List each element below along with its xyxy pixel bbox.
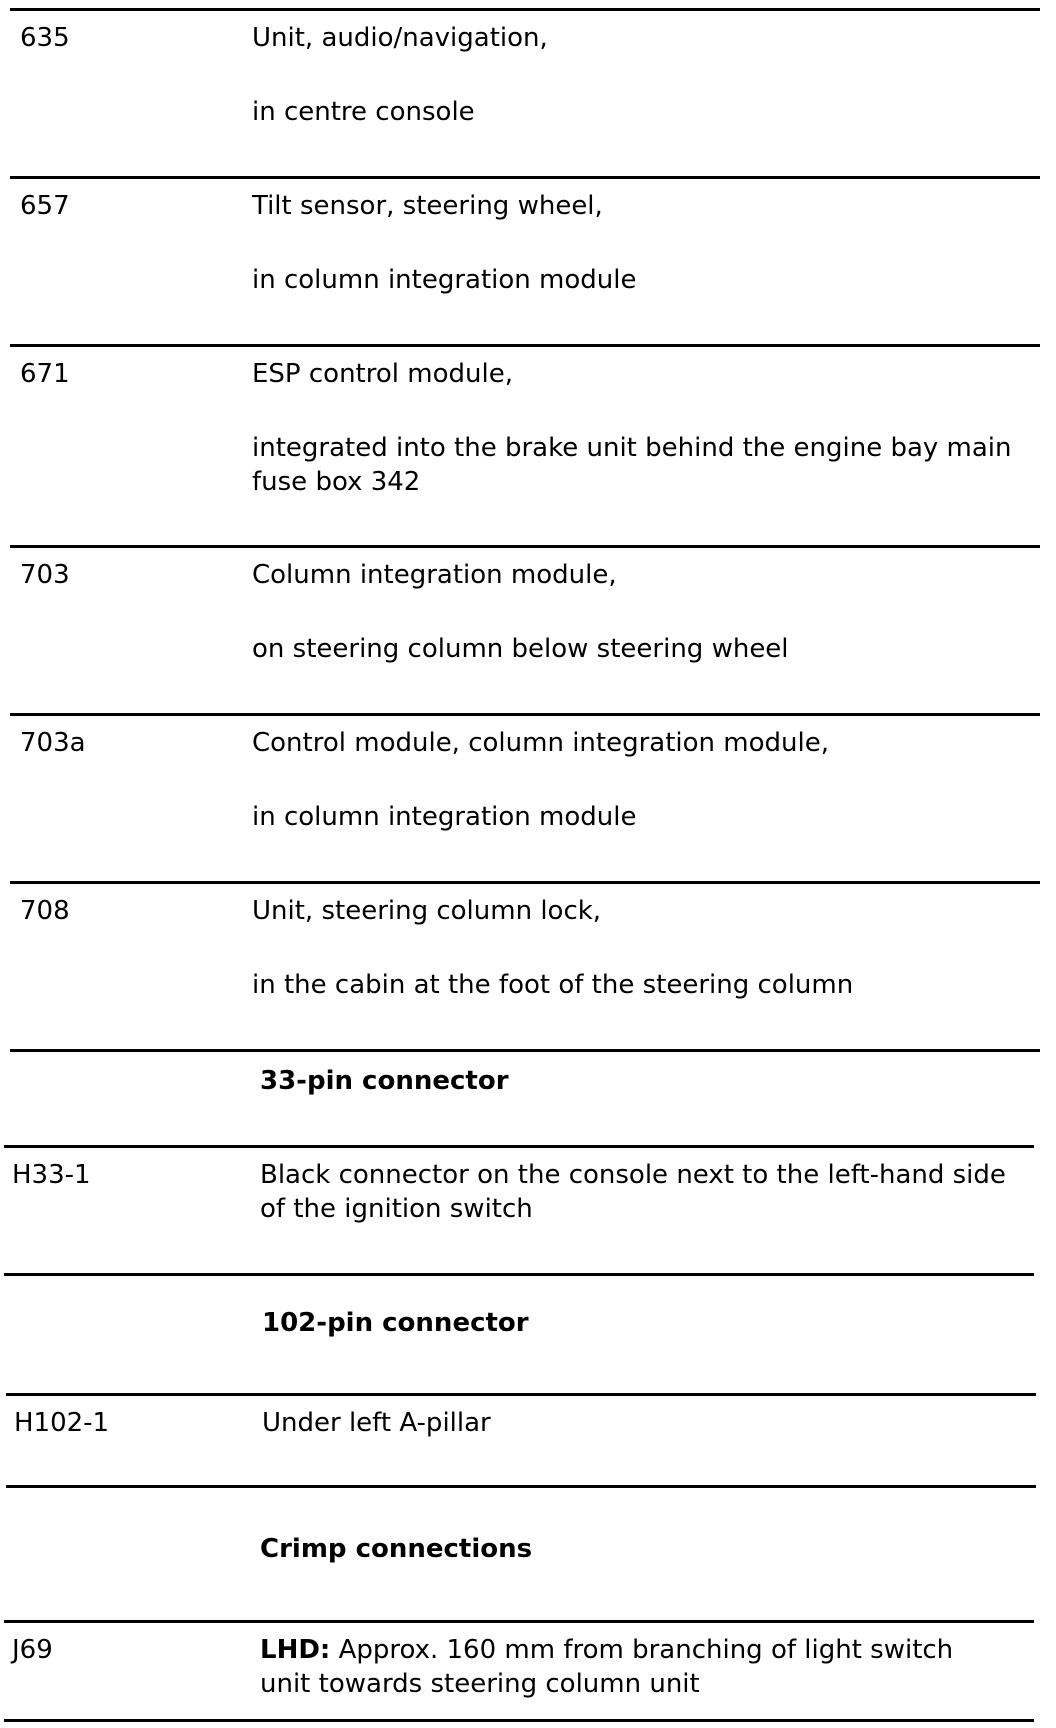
lhd-label: LHD: [260,1635,331,1665]
table-row: 708 Unit, steering column lock, in the c… [10,881,1040,1049]
section-heading-row: 33-pin connector [10,1049,1040,1145]
crimp-location: Approx. 160 mm from branching of light s… [260,1635,954,1699]
table-row: H33-1 Black connector on the console nex… [4,1145,1034,1273]
component-location: in column integration module [252,802,637,832]
component-location: on steering column below steering wheel [252,634,789,664]
table-row: 703 Column integration module, on steeri… [10,545,1040,713]
table-row: H102-1 Under left A-pillar [6,1393,1036,1485]
component-location: in centre console [252,97,475,127]
crimp-code: J69 [12,1635,53,1665]
component-location: integrated into the brake unit behind th… [252,433,1012,497]
component-description: Column integration module, on steering c… [252,558,1020,666]
component-description: Control module, column integration modul… [252,726,1020,834]
table-row: 657 Tilt sensor, steering wheel, in colu… [10,176,1040,344]
component-name: Unit, audio/navigation, [252,23,548,53]
component-code: 671 [20,359,70,389]
component-description: Tilt sensor, steering wheel, in column i… [252,189,1020,297]
component-location: in column integration module [252,265,637,295]
table-row: 635 Unit, audio/navigation, in centre co… [10,8,1040,176]
component-location: in the cabin at the foot of the steering… [252,970,854,1000]
component-code: 703 [20,560,70,590]
component-name: ESP control module, [252,359,513,389]
component-name: Control module, column integration modul… [252,728,829,758]
table-row: 703a Control module, column integration … [10,713,1040,881]
table-row: J69 LHD: Approx. 160 mm from branching o… [4,1620,1034,1722]
component-description: ESP control module, integrated into the … [252,357,1020,499]
component-name: Unit, steering column lock, [252,896,602,926]
connector-description: Black connector on the console next to t… [260,1160,1006,1224]
table-row: 671 ESP control module, integrated into … [10,344,1040,545]
connector-code: H102-1 [14,1408,110,1438]
component-code: 708 [20,896,70,926]
component-description: Unit, audio/navigation, in centre consol… [252,21,1020,129]
component-name: Column integration module, [252,560,617,590]
section-heading: 33-pin connector [260,1066,509,1096]
component-code: 703a [20,728,86,758]
crimp-description: LHD: Approx. 160 mm from branching of li… [260,1633,1010,1701]
component-description: Unit, steering column lock, in the cabin… [252,894,1020,1002]
component-code: 635 [20,23,70,53]
section-heading-row: 102-pin connector [4,1273,1034,1393]
section-heading: Crimp connections [260,1534,533,1564]
connector-code: H33-1 [12,1160,91,1190]
component-name: Tilt sensor, steering wheel, [252,191,603,221]
section-heading-row: Crimp connections [6,1485,1036,1620]
component-code: 657 [20,191,70,221]
section-heading: 102-pin connector [262,1308,529,1338]
connector-description: Under left A-pillar [262,1408,491,1438]
